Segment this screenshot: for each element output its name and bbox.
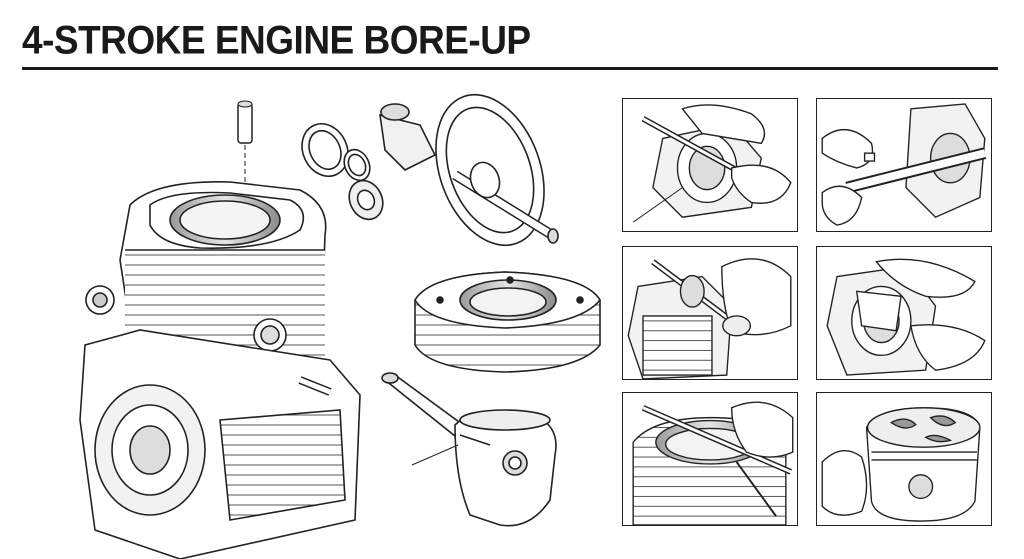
- connecting-rod-piston: [381, 372, 557, 527]
- crankcase: [79, 285, 361, 559]
- bore-up-cylinder: [414, 271, 601, 373]
- step-5-panel: [622, 392, 798, 526]
- step-3-panel: [622, 246, 798, 380]
- step-5-illustration: [632, 401, 794, 525]
- piston-rings: [301, 123, 371, 182]
- title-underline: [22, 67, 998, 70]
- step-4-illustration: [826, 258, 986, 376]
- crankshaft-flywheel: [379, 93, 559, 247]
- dowel-pin: [237, 100, 253, 210]
- step-2-panel: [816, 98, 992, 232]
- oil-seal: [348, 179, 384, 221]
- page-title: 4-STROKE ENGINE BORE-UP: [22, 18, 531, 63]
- step-3-illustration: [627, 258, 792, 379]
- exploded-engine-diagram: [79, 93, 601, 559]
- step-1-illustration: [632, 104, 792, 223]
- step-6-panel: [816, 392, 992, 526]
- step-2-illustration: [821, 103, 987, 226]
- step-4-panel: [816, 246, 992, 380]
- step-1-panel: [622, 98, 798, 232]
- step-6-illustration: [821, 407, 981, 522]
